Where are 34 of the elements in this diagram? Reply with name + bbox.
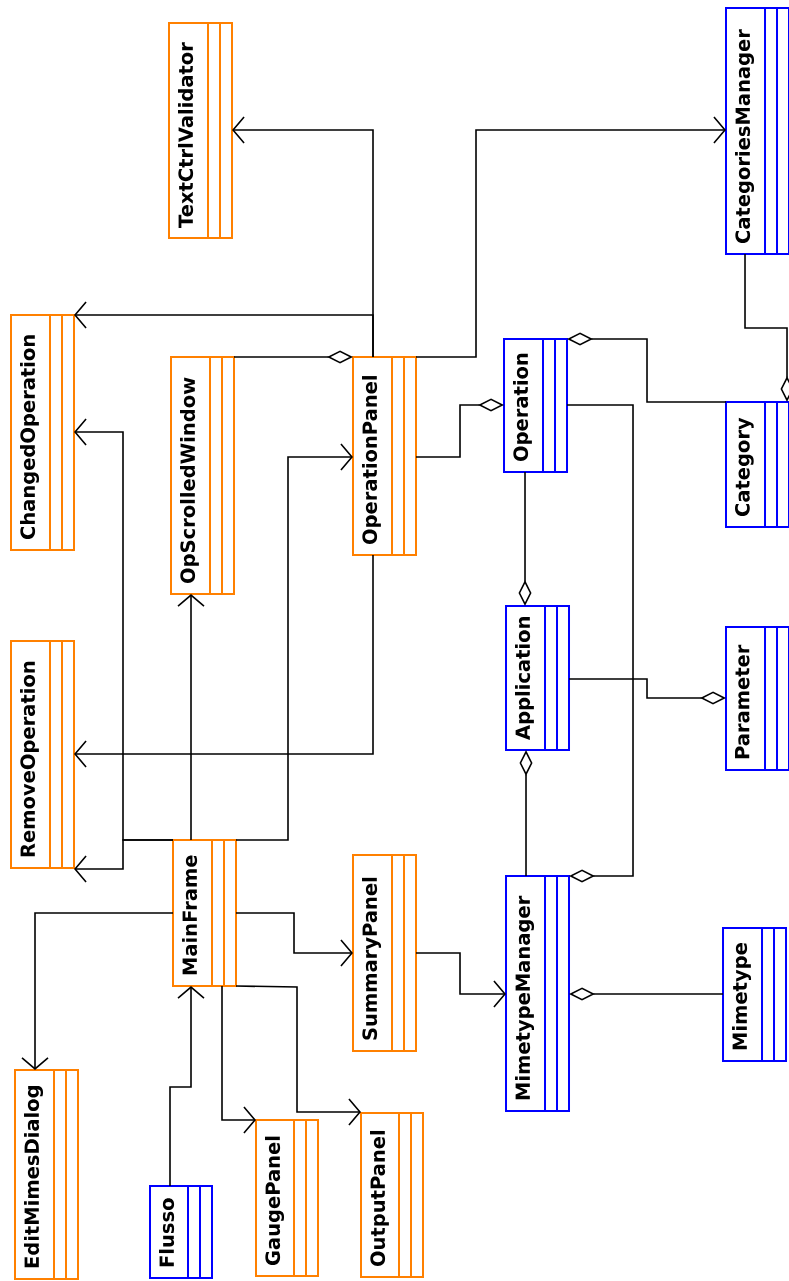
dependency-arrow bbox=[21, 912, 174, 1070]
aggregation-line bbox=[415, 398, 504, 458]
class-box: RemoveOperation bbox=[10, 640, 75, 869]
aggregation-line bbox=[233, 350, 353, 364]
dependency-arrow bbox=[235, 912, 353, 967]
dependency-arrow bbox=[74, 839, 174, 883]
dependency-arrow bbox=[415, 116, 726, 358]
class-box: OperationPanel bbox=[352, 356, 417, 556]
class-box: OpScrolledWindow bbox=[170, 356, 235, 595]
class-box: Mimetype bbox=[722, 927, 787, 1062]
class-box: EditMimesDialog bbox=[14, 1069, 79, 1280]
class-box: TextCtrlValidator bbox=[168, 22, 233, 239]
dependency-arrow bbox=[74, 301, 374, 358]
class-box: Category bbox=[725, 401, 789, 528]
class-box: MimetypeManager bbox=[505, 875, 570, 1112]
dependency-arrow bbox=[235, 985, 361, 1126]
class-box: CategoriesManager bbox=[725, 7, 789, 255]
dependency-arrow bbox=[415, 952, 506, 1008]
aggregation-line bbox=[744, 253, 789, 402]
class-box: Application bbox=[505, 605, 570, 751]
dependency-arrow bbox=[74, 554, 374, 768]
dependency-arrow bbox=[169, 986, 205, 1187]
dependency-arrow bbox=[235, 443, 353, 841]
dependency-arrow bbox=[221, 985, 256, 1134]
class-box: Flusso bbox=[149, 1185, 213, 1279]
aggregation-line bbox=[566, 404, 634, 883]
class-box: Parameter bbox=[725, 626, 789, 771]
class-box: SummaryPanel bbox=[352, 854, 417, 1052]
class-box: GaugePanel bbox=[255, 1119, 319, 1277]
class-box: OutputPanel bbox=[360, 1112, 424, 1278]
dependency-arrow bbox=[177, 594, 205, 841]
class-box: ChangedOperation bbox=[10, 314, 75, 551]
class-box: Operation bbox=[503, 338, 568, 473]
class-box: MainFrame bbox=[172, 839, 237, 987]
